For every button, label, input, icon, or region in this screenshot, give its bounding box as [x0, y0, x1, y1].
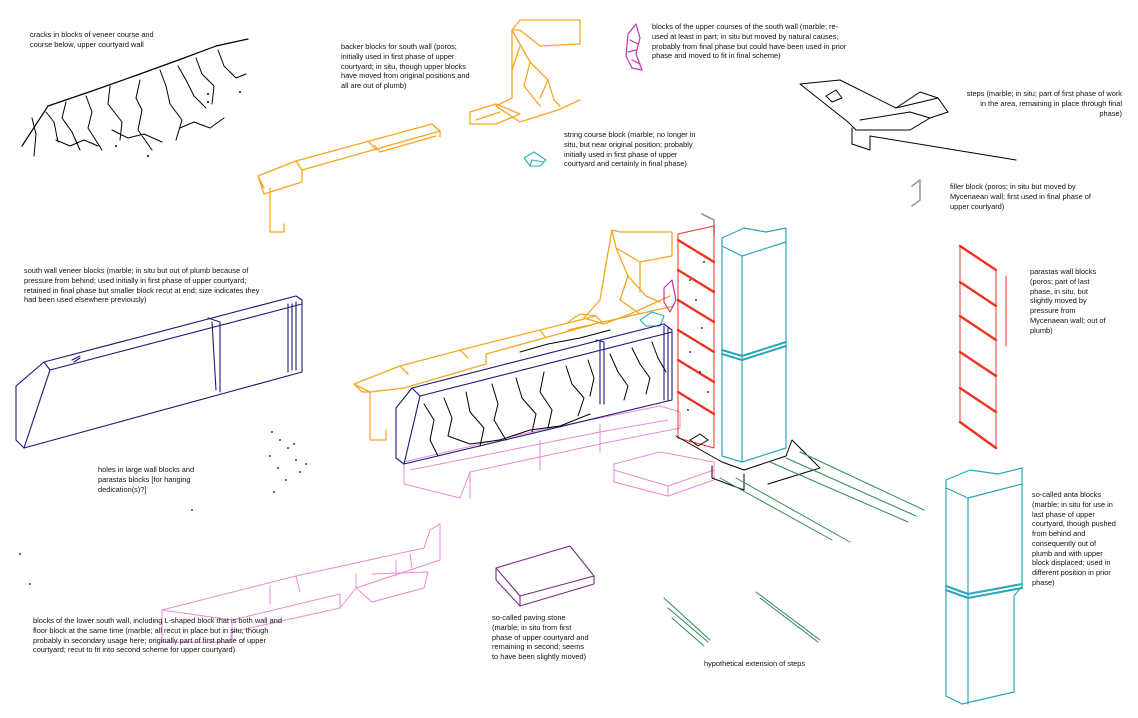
central-upper-courses — [663, 279, 677, 313]
steps-drawing — [799, 79, 1017, 161]
cracks-dots — [115, 91, 241, 157]
central-veneer — [395, 323, 673, 465]
label-cracks: cracks in blocks of veneer course and co… — [30, 30, 154, 49]
label-parastas: parastas wall blocks (poros; part of las… — [1030, 267, 1106, 335]
label-veneer-blocks: south wall veneer blocks (marble; in sit… — [24, 266, 260, 305]
label-backer-blocks: backer blocks for south wall (poros; ini… — [341, 42, 470, 91]
label-anta: so-called anta blocks (marble; in situ f… — [1032, 490, 1116, 587]
anta-drawing — [945, 467, 1023, 705]
label-paving: so-called paving stone (marble; in situ … — [492, 613, 589, 662]
central-assembly-drawing — [353, 225, 925, 543]
holes-dots — [19, 431, 307, 585]
lower-south-drawing — [161, 523, 441, 643]
paving-stone-drawing — [495, 545, 595, 607]
cracks-lines — [31, 49, 247, 157]
extension-steps-drawing — [663, 591, 821, 647]
label-filler-block: filler block (poros; in situ but moved b… — [950, 182, 1091, 211]
central-cracks — [423, 329, 667, 457]
central-parastas — [676, 225, 716, 449]
backer-upper-drawing — [469, 19, 581, 125]
upper-courses-drawing — [625, 23, 643, 71]
cracks-edge — [21, 38, 249, 147]
central-anta — [721, 227, 787, 463]
veneer-blocks-drawing — [15, 295, 303, 449]
central-backer-blocks — [353, 229, 675, 441]
filler-block-drawing — [701, 179, 921, 237]
central-steps — [675, 433, 821, 491]
central-lower-wall — [403, 405, 715, 499]
label-extension: hypothetical extension of steps — [704, 659, 806, 668]
label-string-course: string course block (marble; no longer i… — [564, 130, 696, 169]
label-holes: holes in large wall blocks and parastas … — [98, 465, 195, 494]
backer-blocks-drawing — [257, 123, 441, 233]
central-parastas-dots — [687, 261, 709, 411]
cracks-sketch — [21, 38, 249, 157]
central-steps-extension — [719, 451, 925, 543]
label-steps: steps (marble; in situ; part of first ph… — [966, 89, 1122, 118]
central-string-course — [639, 311, 665, 327]
label-lower-south: blocks of the lower south wall, includin… — [33, 616, 282, 655]
label-upper-courses: blocks of the upper courses of the south… — [652, 22, 847, 61]
parastas-drawing — [958, 244, 1007, 450]
string-course-drawing — [523, 151, 547, 167]
